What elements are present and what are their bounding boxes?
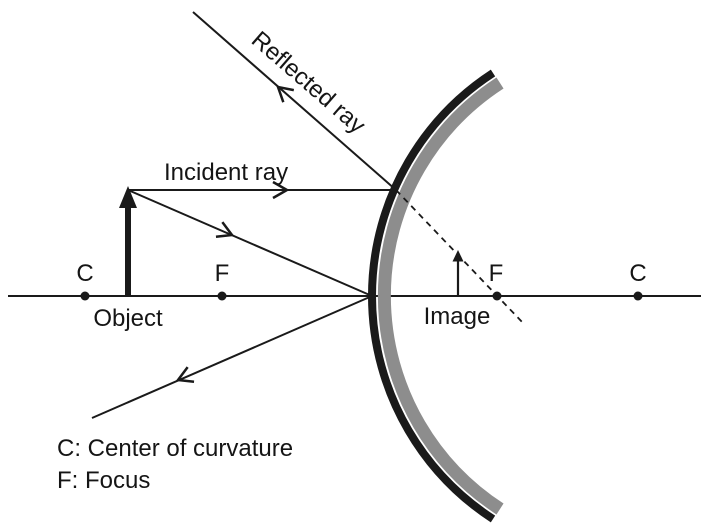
mirror-front-surface [368, 69, 496, 523]
legend-focus: F: Focus [57, 467, 150, 494]
center-of-curvature-left-dot [80, 291, 90, 301]
label-image: Image [424, 303, 491, 330]
reflected-ray-arrowhead-icon [276, 85, 295, 103]
label-incident-ray: Incident ray [164, 159, 288, 186]
vertex-incident-ray-arrowhead-icon [215, 221, 235, 238]
label-center-left: C [76, 260, 93, 287]
vertex-reflected-ray-line [91, 295, 373, 419]
object-arrow-head-icon [119, 186, 137, 208]
vertex-incident-ray-line [127, 189, 373, 297]
center-of-curvature-right-dot [633, 291, 643, 301]
image-arrow-head-icon [452, 250, 464, 262]
reflected-ray-line [192, 11, 397, 191]
legend-center-of-curvature: C: Center of curvature [57, 435, 293, 462]
incident-ray-arrowhead-icon [272, 180, 290, 200]
label-object: Object [93, 305, 163, 332]
label-center-right: C [629, 260, 646, 287]
mirror-back-surface [377, 77, 504, 515]
focus-right-dot [492, 291, 502, 301]
focus-left-dot [217, 291, 227, 301]
vertex-reflected-ray-arrowhead-icon [175, 366, 195, 383]
label-focus-right: F [489, 260, 504, 287]
label-reflected-ray: Reflected ray [246, 26, 370, 139]
label-focus-left: F [215, 260, 230, 287]
